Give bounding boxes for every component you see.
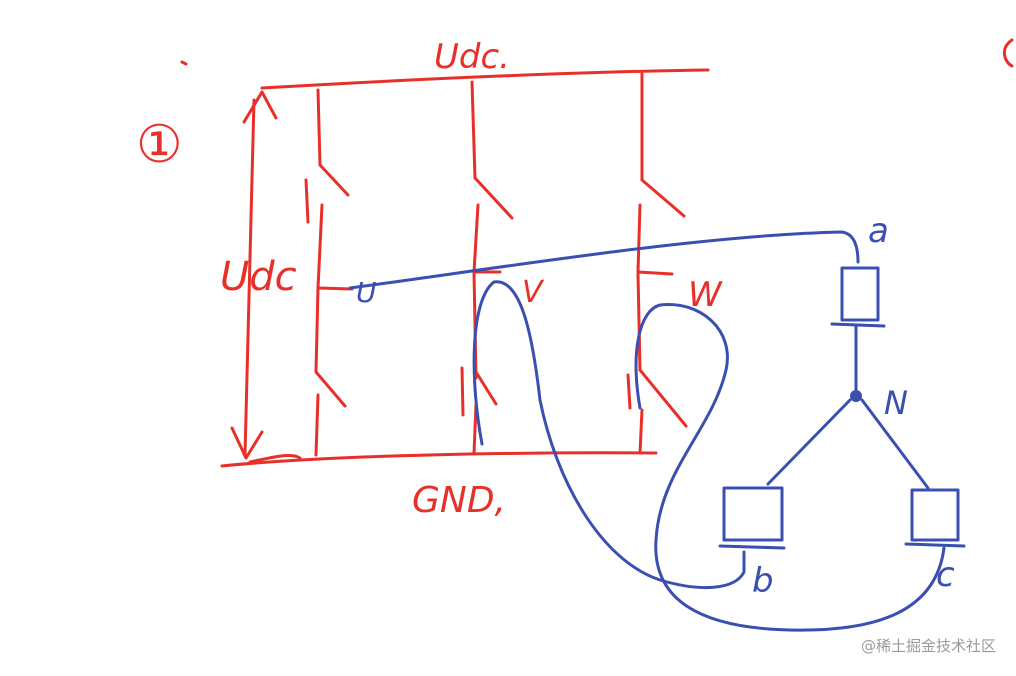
star-branch-c <box>860 398 930 490</box>
top-rail <box>260 68 710 90</box>
bottom-rail-scribble <box>248 454 302 464</box>
wire-w-to-c <box>634 302 946 632</box>
dc-voltage-label: Udc <box>220 254 297 300</box>
dc-voltage-arrow <box>243 98 256 457</box>
node-a-label: a <box>868 211 889 251</box>
neutral-label: N <box>884 384 908 422</box>
winding-b <box>722 486 784 542</box>
phase-u-label: U <box>356 276 377 309</box>
leg-v <box>460 80 514 455</box>
node-c-label: c <box>936 555 955 595</box>
leg-w <box>626 72 688 455</box>
wire-u-to-a <box>348 230 860 290</box>
stray-mark-top <box>180 60 188 66</box>
gnd-label: GND, <box>412 480 506 521</box>
dc-voltage-arrow-head-bottom <box>230 426 264 460</box>
bottom-rail <box>220 451 658 468</box>
winding-a <box>840 266 880 322</box>
star-branch-b <box>766 398 852 486</box>
node-b-label: b <box>752 561 774 601</box>
dc-voltage-arrow-head-top <box>242 90 278 124</box>
top-rail-label: Udc. <box>434 37 510 77</box>
neutral-node <box>850 390 862 402</box>
leg-u <box>304 88 354 457</box>
phase-v-label: V <box>522 275 545 310</box>
wire-v-to-b <box>472 280 746 590</box>
motor-windings: a N b c <box>348 211 966 632</box>
section-number: ① <box>136 115 183 175</box>
stray-mark-right <box>1003 38 1014 68</box>
watermark: @稀土掘金技术社区 <box>860 637 996 655</box>
inverter-bridge: Udc. Udc GND, ① U V W <box>136 37 1014 521</box>
winding-c <box>910 488 960 542</box>
